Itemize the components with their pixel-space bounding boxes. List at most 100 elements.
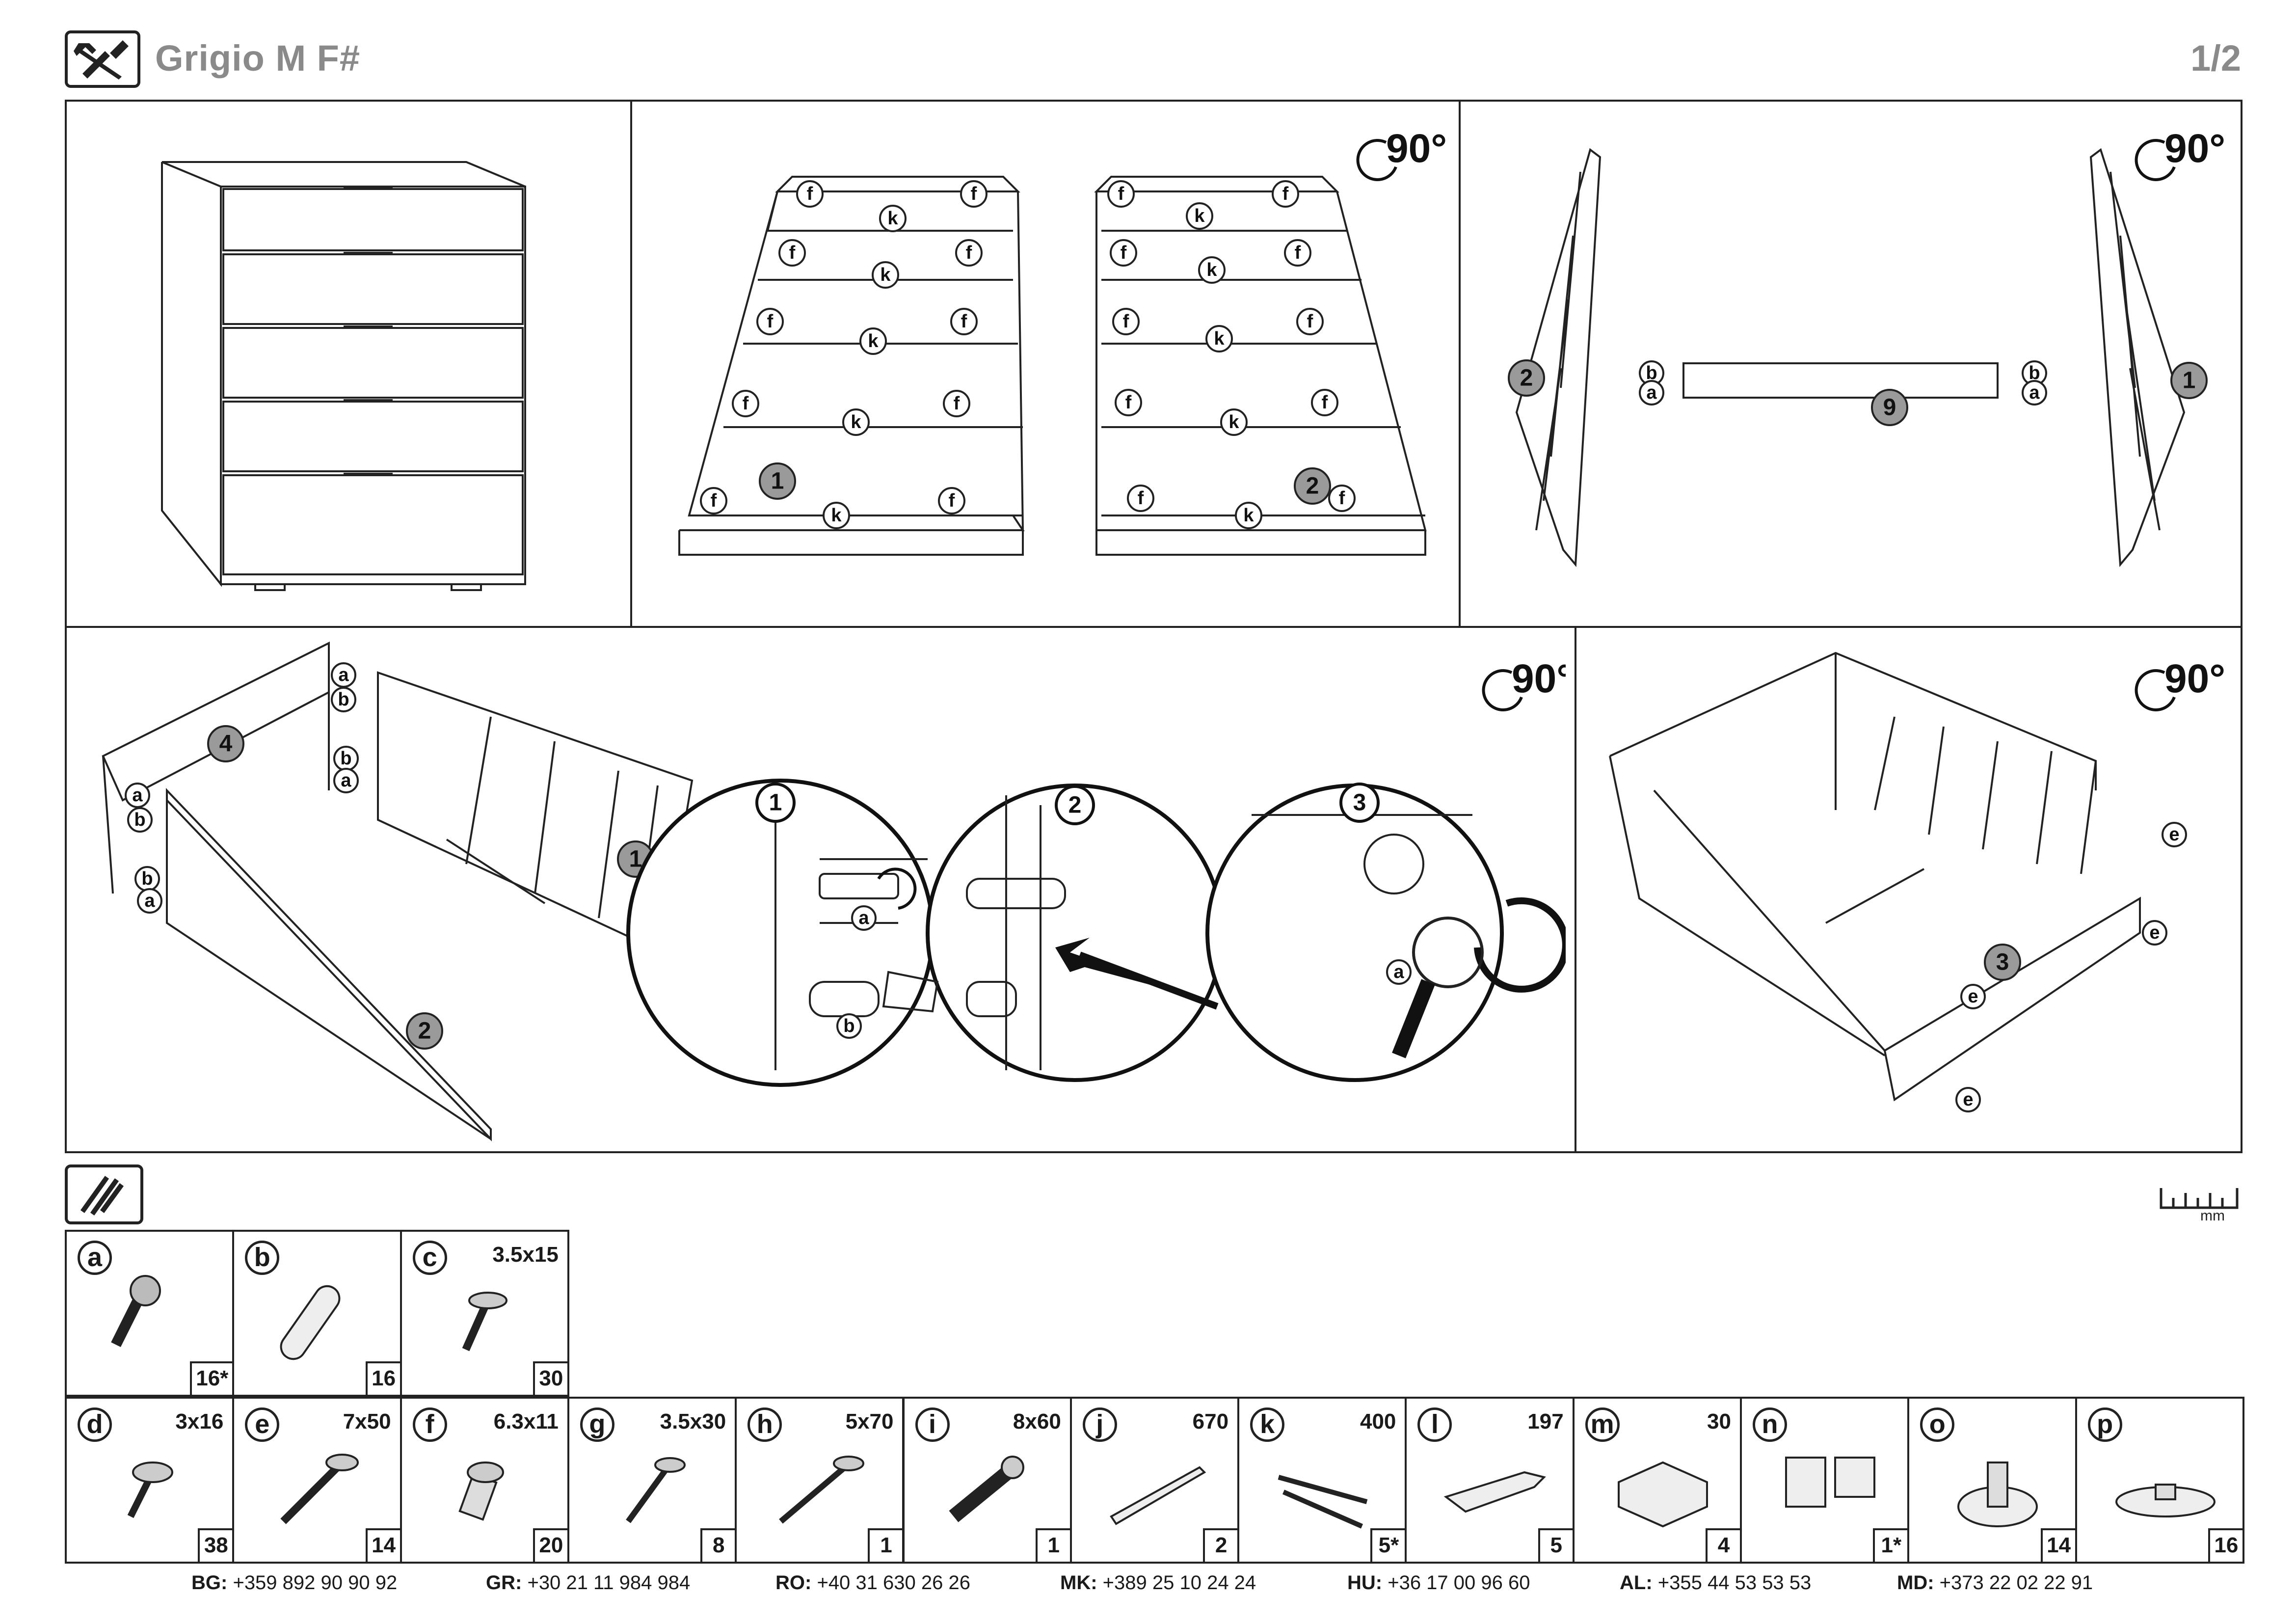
- svg-text:k: k: [1243, 505, 1254, 526]
- svg-text:e: e: [2149, 922, 2160, 943]
- step-5-front-panel: 3 ee ee 90°: [1609, 651, 2225, 1112]
- svg-text:2: 2: [1520, 365, 1533, 391]
- part-2-badge: 2: [406, 1012, 443, 1050]
- hardware-quantity: 16: [365, 1361, 400, 1395]
- svg-text:2: 2: [1306, 473, 1319, 499]
- svg-text:a: a: [858, 908, 869, 928]
- hardware-j-icon: [1109, 1466, 1206, 1525]
- svg-text:k: k: [831, 505, 842, 526]
- phone-md: MD: +373 22 02 22 91: [1897, 1572, 2093, 1594]
- hardware-size: 400: [1360, 1409, 1396, 1434]
- hardware-quantity: 5*: [1370, 1528, 1405, 1562]
- row-divider: [67, 626, 2241, 628]
- hardware-letter: h: [748, 1407, 782, 1442]
- svg-text:b: b: [843, 1016, 854, 1036]
- svg-text:1: 1: [769, 790, 782, 816]
- svg-text:a: a: [144, 891, 155, 911]
- hardware-f-icon: [458, 1462, 504, 1521]
- svg-text:k: k: [887, 208, 898, 229]
- hardware-p-icon: [2115, 1484, 2216, 1517]
- rail-9-badge: 9: [1871, 389, 1908, 426]
- hardware-quantity: 5: [1538, 1528, 1573, 1562]
- svg-text:f: f: [743, 393, 749, 414]
- assembly-steps-frame: [65, 100, 2243, 1153]
- side-2-badge: 2: [1508, 359, 1545, 397]
- svg-text:f: f: [1282, 184, 1289, 204]
- step-4-carcass-assembly: 4 1 2 ab ba ab ba: [102, 641, 1566, 1141]
- hardware-letter: l: [1417, 1407, 1452, 1442]
- hardware-size: 3.5x30: [660, 1409, 726, 1434]
- svg-text:a: a: [338, 665, 349, 685]
- svg-text:e: e: [1968, 986, 1978, 1007]
- svg-text:f: f: [1307, 311, 1313, 332]
- hardware-quantity: 16*: [190, 1361, 233, 1395]
- hardware-quantity: 8: [700, 1528, 735, 1562]
- hardware-letter: i: [915, 1407, 950, 1442]
- hardware-e-icon: [280, 1454, 359, 1524]
- svg-text:f: f: [1118, 184, 1124, 204]
- svg-text:k: k: [1206, 260, 1217, 280]
- part-4-badge: 4: [207, 725, 244, 762]
- hardware-i-icon: [949, 1456, 1024, 1522]
- svg-text:3: 3: [1353, 790, 1366, 816]
- svg-text:b: b: [1646, 363, 1657, 383]
- svg-text:90°: 90°: [2164, 656, 2225, 701]
- phone-bg: BG: +359 892 90 90 92: [191, 1572, 398, 1594]
- hardware-size: 670: [1192, 1409, 1229, 1434]
- hardware-quantity: 1*: [1873, 1528, 1908, 1562]
- svg-text:b: b: [338, 689, 349, 710]
- hardware-item-l: l 197 5: [1405, 1397, 1575, 1564]
- hardware-quantity: 4: [1705, 1528, 1740, 1562]
- rotate-90-icon: 90°: [2135, 126, 2225, 181]
- svg-text:9: 9: [1883, 395, 1896, 421]
- svg-text:f: f: [1121, 243, 1127, 263]
- hardware-size: 8x60: [1013, 1409, 1061, 1434]
- svg-text:f: f: [1295, 243, 1301, 263]
- svg-text:f: f: [1123, 311, 1129, 332]
- hardware-size: 3x16: [175, 1409, 224, 1434]
- svg-text:k: k: [1214, 328, 1225, 349]
- hardware-l-icon: [1444, 1471, 1547, 1513]
- hardware-quantity: 14: [2040, 1528, 2075, 1562]
- svg-text:b: b: [340, 748, 351, 769]
- hardware-item-n: n 1*: [1740, 1397, 1910, 1564]
- hardware-g-icon: [626, 1457, 686, 1523]
- svg-text:1: 1: [629, 846, 642, 872]
- hardware-b-icon: [280, 1285, 341, 1360]
- hardware-m-icon: [1617, 1461, 1708, 1528]
- svg-text:1: 1: [771, 468, 784, 494]
- hardware-letter: n: [1753, 1407, 1787, 1442]
- hardware-letter: d: [78, 1407, 112, 1442]
- svg-text:1: 1: [2183, 368, 2196, 394]
- rotate-90-icon: 90°: [1482, 656, 1566, 711]
- hardware-letter: g: [580, 1407, 614, 1442]
- svg-text:2: 2: [1068, 792, 1082, 818]
- svg-text:a: a: [132, 785, 143, 806]
- hardware-a-icon: [111, 1275, 161, 1347]
- mm-ruler-icon: mm: [2159, 1178, 2242, 1225]
- hardware-k-icon: [1278, 1475, 1368, 1529]
- hardware-size: 197: [1527, 1409, 1564, 1434]
- phone-mk: MK: +389 25 10 24 24: [1060, 1572, 1256, 1594]
- svg-text:f: f: [954, 393, 960, 414]
- hardware-letter: e: [245, 1407, 280, 1442]
- svg-text:k: k: [868, 331, 879, 352]
- page-title: Grigio M F#: [155, 38, 360, 79]
- board-1-badge: 1: [759, 462, 796, 500]
- svg-text:e: e: [1963, 1089, 1973, 1110]
- svg-text:f: f: [789, 243, 796, 263]
- hardware-n-icon: [1785, 1457, 1875, 1508]
- svg-text:k: k: [1228, 412, 1239, 433]
- hardware-letter: a: [78, 1241, 112, 1275]
- svg-text:a: a: [341, 770, 351, 791]
- hardware-quantity: 38: [198, 1528, 233, 1562]
- hardware-letter: p: [2087, 1407, 2122, 1442]
- f-labels: [700, 180, 1356, 514]
- svg-text:a: a: [1393, 962, 1404, 982]
- phone-ro: RO: +40 31 630 26 26: [775, 1572, 970, 1594]
- hardware-letter: j: [1082, 1407, 1117, 1442]
